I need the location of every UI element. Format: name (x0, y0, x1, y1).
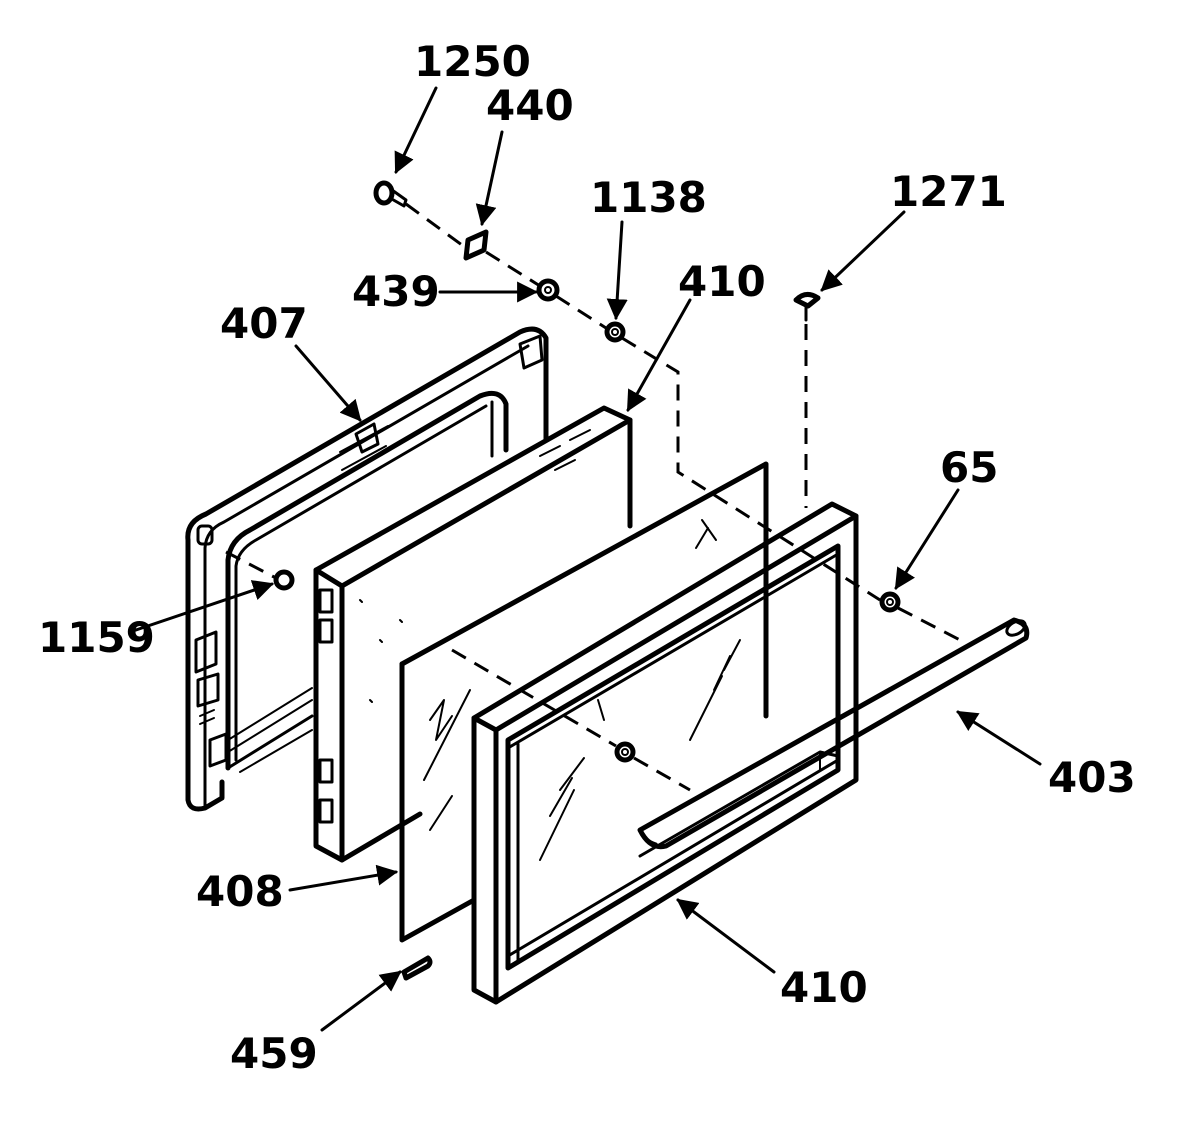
outer-door-frame-410 (471, 501, 859, 1005)
label-439: 439 (352, 267, 440, 316)
leader-arrows (128, 86, 1042, 1032)
clip-440 (463, 229, 489, 261)
label-1250: 1250 (414, 37, 531, 86)
glass-panel-408 (399, 461, 769, 943)
label-403: 403 (1048, 753, 1136, 802)
label-410-bottom: 410 (780, 963, 868, 1012)
label-1138: 1138 (590, 173, 707, 222)
bushing-65 (879, 591, 901, 613)
label-1159: 1159 (38, 613, 155, 662)
label-407: 407 (220, 299, 308, 348)
clip-459 (401, 955, 433, 981)
door-handle-403 (637, 617, 1030, 850)
label-408: 408 (196, 867, 284, 916)
label-65: 65 (940, 443, 998, 492)
glass-pack-410 (313, 405, 633, 863)
bushing-1138 (604, 321, 626, 343)
screw-1250 (373, 180, 408, 208)
bushing-center (614, 741, 636, 763)
bushing-439 (536, 278, 560, 302)
screw-1271 (793, 292, 821, 322)
label-440: 440 (486, 81, 574, 130)
assembly-dash-lines (225, 202, 961, 792)
label-410-top: 410 (678, 257, 766, 306)
label-1271: 1271 (890, 167, 1007, 216)
inner-door-frame-407 (185, 326, 549, 812)
bushing-1159 (273, 569, 295, 591)
label-459: 459 (230, 1029, 318, 1078)
